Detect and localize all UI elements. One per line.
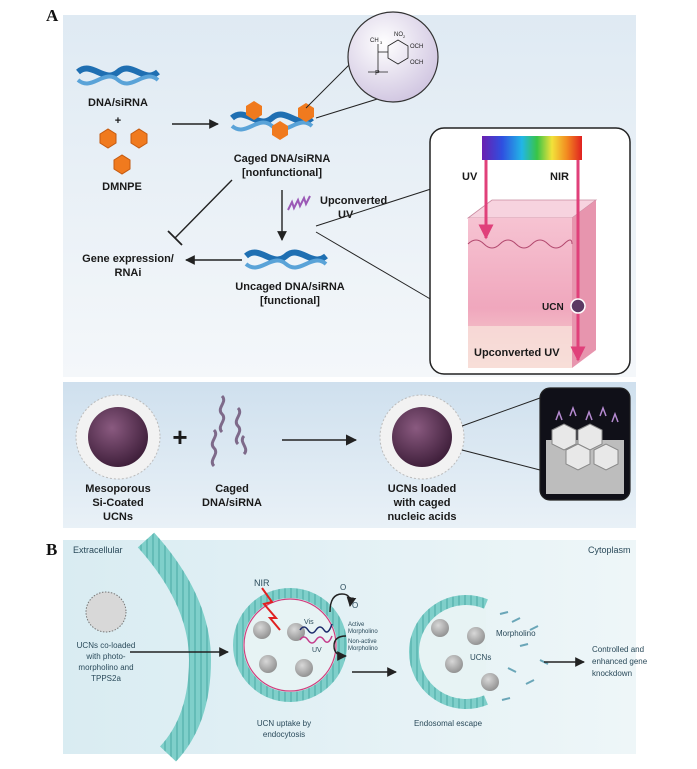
chem-p: P bbox=[375, 70, 380, 77]
uv-label: UV bbox=[462, 171, 478, 183]
chem-ch3: CH bbox=[370, 38, 379, 44]
ruptured-endosome bbox=[409, 595, 488, 709]
dmnpe-icon bbox=[99, 128, 148, 175]
ucn-particle-icon bbox=[570, 298, 586, 314]
loaded-label-1: UCNs loaded bbox=[388, 483, 456, 495]
panel-b-background bbox=[63, 540, 636, 754]
mesoporous-label-1: Mesoporous bbox=[85, 483, 150, 495]
rainbow-spectrum-bar bbox=[482, 136, 582, 160]
triplet-o2-label: O bbox=[352, 601, 358, 610]
mesoporous-label-2: Si-Coated bbox=[92, 497, 143, 509]
subcutaneous-layer bbox=[468, 326, 572, 368]
svg-text:knockdown: knockdown bbox=[592, 669, 632, 678]
active-morpholino-label: Active Morpholino bbox=[348, 622, 378, 635]
uncaged-dna-label: Uncaged DNA/siRNA bbox=[235, 281, 344, 293]
coloaded-ucn-icon bbox=[85, 591, 127, 633]
endosome-inner-ring bbox=[243, 598, 337, 692]
inset-line-2 bbox=[315, 231, 433, 301]
caged-label-2: DNA/siRNA bbox=[202, 497, 262, 509]
ucn-label: UCN bbox=[542, 302, 564, 313]
uncaged-dna-icon bbox=[244, 249, 328, 270]
plus-sign: + bbox=[172, 422, 187, 452]
svg-text:Non-active: Non-active bbox=[348, 639, 377, 645]
uv-wave bbox=[299, 635, 333, 644]
singlet-o2-label: O bbox=[340, 583, 346, 592]
svg-text:UCNs co-loaded: UCNs co-loaded bbox=[77, 641, 136, 650]
zoom-line-1 bbox=[305, 61, 353, 109]
inset-line-1 bbox=[315, 187, 435, 227]
endosome-ucn-group bbox=[253, 621, 313, 677]
morpholino-activation-arrow bbox=[333, 635, 347, 661]
cell-membrane bbox=[137, 532, 212, 762]
pore-zoom-line-1 bbox=[461, 397, 541, 427]
svg-text:Morpholino: Morpholino bbox=[348, 629, 378, 635]
extracellular-label: Extracellular bbox=[73, 545, 123, 555]
upconverted-label-1: Upconverted bbox=[320, 195, 387, 207]
caged-dna-label: Caged DNA/siRNA bbox=[234, 153, 331, 165]
svg-text:Controlled and: Controlled and bbox=[592, 645, 644, 654]
dmnpe-label: DMNPE bbox=[102, 181, 142, 193]
pore-closeup-inset bbox=[539, 387, 631, 501]
cytoplasm-label: Cytoplasm bbox=[588, 545, 631, 555]
rnai-label: RNAi bbox=[115, 267, 142, 279]
uptake-label: UCN uptake by endocytosis bbox=[257, 719, 311, 739]
panel-b-letter: B bbox=[46, 540, 58, 559]
morpholino-label: Morpholino bbox=[496, 629, 536, 638]
svg-text:morpholino and: morpholino and bbox=[78, 663, 133, 672]
nonactive-morpholino-label: Non-active Morpholino bbox=[348, 639, 378, 652]
ucns-label: UCNs bbox=[470, 653, 491, 662]
chem-no2-sub: 2 bbox=[403, 34, 406, 39]
nir-label-b: NIR bbox=[254, 578, 270, 588]
chem-structure-icon bbox=[368, 39, 409, 73]
svg-text:Active: Active bbox=[348, 622, 365, 628]
caged-dna-cluster-icon bbox=[210, 394, 248, 468]
caged-dna-icon bbox=[230, 101, 314, 140]
dermis-wave bbox=[467, 239, 573, 249]
panel-a-letter: A bbox=[46, 6, 59, 25]
vis-label: Vis bbox=[304, 619, 314, 626]
coloaded-ucn-label: UCNs co-loaded with photo- morpholino an… bbox=[77, 641, 136, 683]
chem-ch3-sub: 3 bbox=[380, 40, 383, 45]
chem-och3-top: OCH bbox=[410, 44, 423, 50]
pore-zoom-line-2 bbox=[461, 449, 541, 471]
dna-sirna-label: DNA/siRNA bbox=[88, 97, 148, 109]
svg-text:enhanced gene: enhanced gene bbox=[592, 657, 648, 666]
gene-expression-label: Gene expression/ bbox=[82, 253, 174, 265]
chem-structure-bubble bbox=[347, 11, 439, 103]
uv-label-b: UV bbox=[312, 647, 322, 654]
upconverted-uv-squiggle-icon bbox=[287, 195, 311, 211]
loaded-label-2: with caged bbox=[393, 497, 451, 509]
vis-wave bbox=[299, 623, 333, 634]
svg-text:Morpholino: Morpholino bbox=[348, 646, 378, 652]
endosomal-escape-label: Endosomal escape bbox=[414, 719, 483, 728]
endosome-vesicle bbox=[233, 588, 347, 702]
svg-text:with photo-: with photo- bbox=[85, 652, 125, 661]
mesoporous-ucn-icon bbox=[75, 394, 161, 480]
loaded-ucn-icon bbox=[379, 394, 465, 480]
nir-lightning-icon bbox=[261, 587, 281, 631]
svg-text:UCN uptake by: UCN uptake by bbox=[257, 719, 311, 728]
chem-och3-bottom: OCH bbox=[410, 60, 423, 66]
escaped-ucn-group bbox=[431, 619, 499, 691]
mesoporous-label-3: UCNs bbox=[103, 511, 133, 523]
knockdown-label: Controlled and enhanced gene knockdown bbox=[592, 645, 648, 678]
svg-text:endocytosis: endocytosis bbox=[263, 730, 305, 739]
upconverted-uv-label: Upconverted UV bbox=[474, 347, 560, 359]
chem-no2: NO bbox=[394, 32, 403, 38]
caged-dna-sublabel: [nonfunctional] bbox=[242, 167, 322, 179]
singlet-oxygen-arrow bbox=[329, 593, 357, 613]
inhibition-bar bbox=[167, 230, 183, 246]
plus-label: + bbox=[115, 115, 121, 127]
caged-label-1: Caged bbox=[215, 483, 249, 495]
uncaged-dna-sublabel: [functional] bbox=[260, 295, 320, 307]
nir-label: NIR bbox=[550, 171, 569, 183]
inhibition-line bbox=[174, 179, 233, 239]
loaded-label-3: nucleic acids bbox=[387, 511, 456, 523]
skin-block-side bbox=[572, 200, 596, 368]
svg-text:TPPS2a: TPPS2a bbox=[91, 674, 121, 683]
dna-icon bbox=[76, 65, 160, 86]
